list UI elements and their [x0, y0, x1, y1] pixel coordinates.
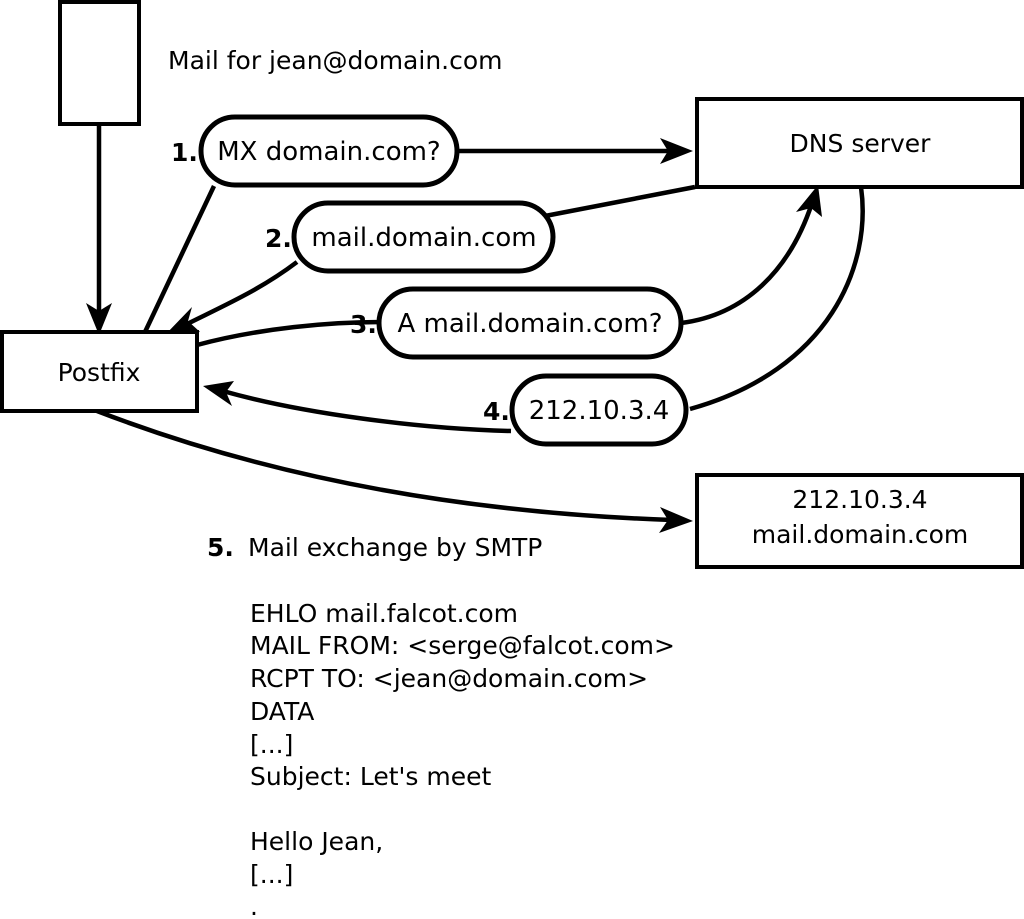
arrow-head-icon: [165, 307, 200, 335]
bubble-step-2-label: mail.domain.com: [311, 223, 536, 253]
edge-step2-to-postfix: [165, 260, 299, 335]
transcript-line: DATA: [250, 697, 314, 726]
edge-dns-to-step4: [689, 186, 865, 412]
transcript-line: EHLO mail.falcot.com: [250, 599, 518, 628]
arrow-head-icon: [796, 185, 822, 217]
transcript-line: Hello Jean,: [250, 827, 383, 856]
transcript-line: Subject: Let's meet: [250, 762, 491, 791]
bubble-step-1-shape[interactable]: [198, 114, 460, 188]
edge-dns-to-step2: [544, 184, 696, 219]
bubble-step-4-label: 212.10.3.4: [529, 396, 670, 426]
arrow-head-icon: [659, 507, 693, 533]
edge-step4-to-postfix: [203, 381, 512, 434]
transcript-line: [...]: [250, 860, 293, 889]
edge-sender-to-postfix: [86, 124, 112, 335]
bubble-step-2-shape[interactable]: [291, 200, 556, 274]
step-number-4: 4.: [483, 397, 510, 426]
edge-step1-to-dns: [457, 138, 693, 164]
node-mail-server-hostname: mail.domain.com: [752, 520, 968, 549]
transcript-line: RCPT TO: <jean@domain.com>: [250, 664, 648, 693]
bubble-step-3[interactable]: A mail.domain.com?: [376, 286, 684, 360]
node-postfix[interactable]: [0, 330, 199, 413]
arrow-head-icon: [660, 138, 693, 164]
transcript-line: .: [250, 892, 258, 919]
node-mail-server-ip: 212.10.3.4: [792, 485, 927, 514]
step-number-2: 2.: [265, 224, 292, 253]
node-dns-server-label: DNS server: [790, 129, 932, 158]
edge-postfix-to-step3: [196, 319, 383, 348]
edge-step3-to-dns: [680, 185, 822, 326]
smtp-transcript: EHLO mail.falcot.com MAIL FROM: <serge@f…: [250, 599, 675, 919]
bubble-step-1-label: MX domain.com?: [217, 137, 440, 167]
arrow-head-icon: [203, 381, 234, 406]
step-number-3: 3.: [350, 310, 377, 339]
node-postfix-label: Postfix: [58, 358, 141, 387]
transcript-line: MAIL FROM: <serge@falcot.com>: [250, 631, 675, 660]
step-number-5: 5.: [207, 533, 234, 562]
edge-postfix-to-mailserver: [96, 408, 693, 533]
bubble-step-1[interactable]: MX domain.com?: [198, 114, 460, 188]
node-dns-server[interactable]: [695, 97, 1024, 189]
bubble-step-3-label: A mail.domain.com?: [398, 309, 663, 339]
mail-for-note: Mail for jean@domain.com: [168, 46, 503, 75]
bubble-step-4-shape[interactable]: [509, 373, 689, 447]
bubble-step-4[interactable]: 212.10.3.4: [509, 373, 689, 447]
node-sender-host[interactable]: [58, 0, 141, 126]
step-5-caption: Mail exchange by SMTP: [248, 533, 542, 562]
transcript-line: [...]: [250, 730, 293, 759]
bubble-step-2[interactable]: mail.domain.com: [291, 200, 556, 274]
step-number-1: 1.: [171, 138, 198, 167]
edge-postfix-to-step1: [142, 185, 217, 333]
bubble-step-3-shape[interactable]: [376, 286, 684, 360]
arrow-head-icon: [86, 303, 112, 335]
node-mail-server[interactable]: [695, 473, 1024, 569]
